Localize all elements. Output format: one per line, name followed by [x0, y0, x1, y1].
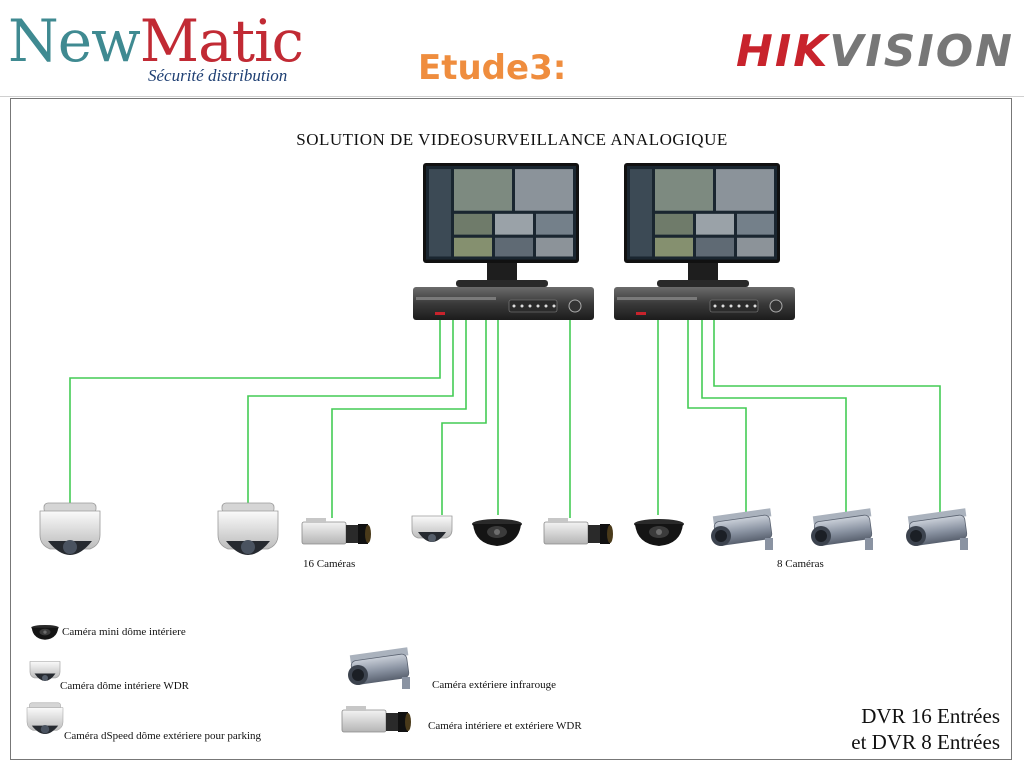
ir-bullet-camera [905, 507, 969, 551]
mini-dome-camera [472, 519, 522, 546]
diagram-frame [10, 98, 1012, 760]
legend-box-camera-label: Caméra intériere et extériere WDR [428, 720, 582, 732]
page-title: Etude3: [418, 48, 567, 88]
cable-wdr-dome [441, 318, 487, 515]
monitor-screen-dvr8 [627, 166, 777, 260]
legend-mini-dome-icon [31, 624, 59, 640]
dvr16-camera-count: 16 Caméras [303, 558, 356, 570]
dvr-16-entrees [413, 287, 594, 320]
legend-wdr-dome-icon [29, 661, 61, 682]
logo-word-new: New [8, 7, 141, 75]
legend-speed-dome-label: Caméra dSpeed dôme extériere pour parkin… [64, 730, 262, 742]
ir-bullet-camera [810, 507, 874, 551]
legend-mini-dome-label: Caméra mini dôme intériere [62, 626, 186, 638]
dvr-caption: DVR 16 Entrées et DVR 8 Entrées [790, 703, 1000, 755]
monitor-dvr16 [423, 163, 579, 287]
cable-box-1 [331, 318, 467, 518]
dvr-caption-line-1: DVR 16 Entrées [861, 704, 1000, 728]
cable-ir-bullet-2 [701, 318, 847, 518]
cable-group-dvr16 [69, 318, 571, 518]
logo-tagline: Sécurité distribution [148, 66, 288, 85]
dvr-caption-line-2: et DVR 8 Entrées [851, 730, 1000, 754]
wdr-dome-camera [411, 515, 453, 543]
cable-ir-bullet-3 [713, 318, 941, 518]
legend-ir-bullet-label: Caméra extériere infrarouge [432, 679, 556, 691]
cable-speed-dome-1 [69, 318, 441, 505]
logo-word-vision: VISION [829, 26, 1015, 77]
speed-dome-camera [217, 502, 279, 556]
cable-ir-bullet-1 [687, 318, 747, 518]
legend-ir-bullet-icon [347, 646, 411, 690]
speed-dome-camera [39, 502, 101, 556]
monitor-screen-dvr16 [426, 166, 576, 260]
mini-dome-camera [634, 519, 684, 546]
box-camera [301, 517, 372, 545]
cable-speed-dome-2 [247, 318, 454, 505]
header-divider [0, 96, 1024, 97]
dvr8-camera-count: 8 Caméras [777, 558, 824, 570]
box-camera [543, 517, 614, 545]
legend-speed-dome-icon [26, 702, 64, 735]
logo-word-matic: Matic [139, 7, 304, 75]
diagram-title: SOLUTION DE VIDEOSURVEILLANCE ANALOGIQUE [296, 130, 727, 149]
newmatic-logo: NewMatic Sécurité distribution [8, 6, 328, 92]
monitor-dvr8 [624, 163, 780, 287]
logo-word-hik: HIK [736, 26, 830, 77]
ir-bullet-camera [710, 507, 774, 551]
hikvision-logo: HIKVISION [736, 26, 1014, 78]
cable-group-dvr8 [657, 318, 941, 518]
legend-wdr-dome-label: Caméra dôme intériere WDR [60, 680, 189, 692]
legend-box-camera-icon [341, 705, 412, 733]
dvr-8-entrees [614, 287, 795, 320]
